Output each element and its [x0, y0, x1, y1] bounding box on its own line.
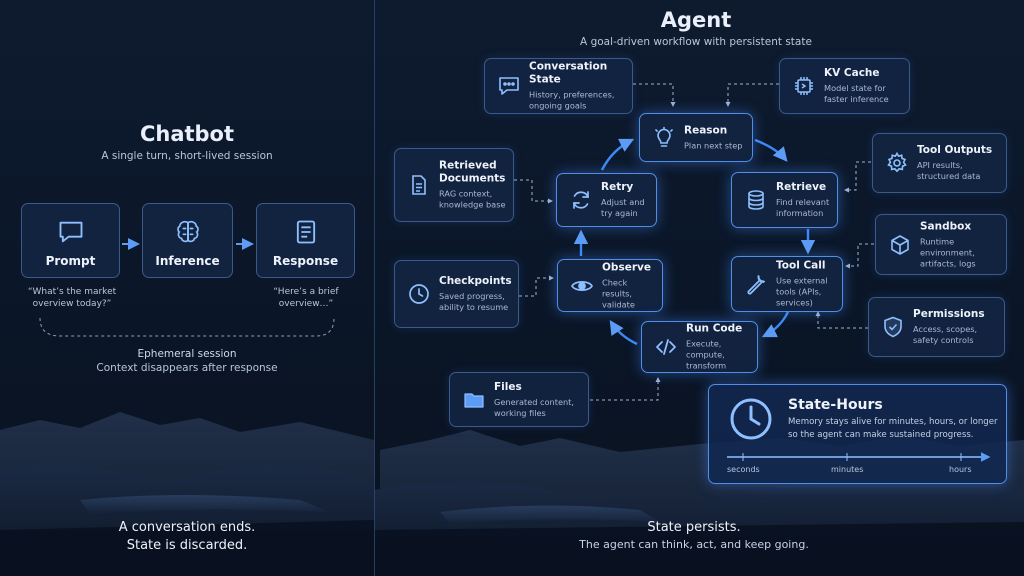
node-label: KV Cache [824, 67, 880, 79]
chatbot-step-inference: Inference [142, 203, 233, 278]
timeline-tick-minutes: minutes [831, 465, 864, 474]
node-desc: Saved progress, ability to resume [439, 291, 509, 312]
ephemeral-session-title: Ephemeral session [137, 348, 237, 360]
chatbot-step-label: Prompt [45, 254, 96, 268]
node-label: Tool Outputs [917, 144, 993, 156]
chatbot-step-prompt: Prompt [21, 203, 120, 278]
brain-icon [176, 220, 199, 243]
gear-icon [887, 151, 907, 173]
wrench-icon [747, 275, 765, 295]
node-desc: RAG context, knowledge base [439, 188, 506, 210]
state-hours-desc: Memory stays alive for minutes, hours, o… [788, 417, 998, 440]
node-desc: History, preferences, ongoing goals [529, 89, 615, 111]
agent-footer-line1: State persists. [647, 520, 741, 535]
state-hours-panel: State-Hours Memory stays alive for minut… [708, 384, 1007, 484]
code-icon [656, 339, 676, 355]
chatbot-title: Chatbot [139, 122, 235, 146]
chat-bubble-icon [59, 221, 82, 243]
state-hours-title: State-Hours [788, 397, 883, 413]
node-desc: Adjust and try again [601, 197, 645, 218]
chatbot-step-response: Response [256, 203, 355, 278]
node-desc: Model state for faster inference [824, 83, 889, 104]
clock-icon [730, 398, 772, 440]
node-desc: API results, structured data [917, 160, 981, 181]
chat-dots-icon [499, 77, 519, 95]
cube-icon [891, 234, 909, 255]
chatbot-step-label: Inference [155, 254, 220, 268]
node-label: Reason [684, 124, 728, 136]
node-label: Run Code [686, 322, 743, 335]
database-icon [748, 190, 764, 210]
clock-icon [409, 284, 429, 304]
node-label: Permissions [913, 308, 985, 320]
node-desc: Plan next step [684, 140, 743, 150]
response-quote: “Here’s a brief overview…” [273, 287, 339, 309]
node-label: Conversation State [529, 60, 608, 86]
node-desc: Execute, compute, transform [686, 338, 727, 371]
node-label: Files [494, 380, 522, 393]
node-desc: Runtime environment, artifacts, logs [920, 236, 976, 268]
timeline-tick-hours: hours [949, 465, 972, 474]
node-desc: Generated content, working files [494, 396, 574, 418]
node-desc: Use external tools (APIs, services) [776, 275, 828, 308]
node-label: Sandbox [920, 220, 972, 232]
chatbot-step-label: Response [272, 254, 339, 268]
agent-footer-line2: The agent can think, act, and keep going… [579, 538, 809, 551]
prompt-quote: “What’s the market overview today?” [27, 287, 117, 309]
chatbot-footer-line2: State is discarded. [126, 538, 248, 553]
refresh-icon [573, 191, 589, 209]
document-icon [296, 220, 315, 244]
node-label: Observe [602, 261, 651, 273]
agent-title: Agent [660, 8, 732, 32]
section-divider [374, 0, 375, 576]
folder-icon [464, 392, 484, 408]
timeline-tick-seconds: seconds [727, 465, 760, 474]
node-label: Tool Call [776, 259, 826, 272]
eye-icon [571, 280, 593, 291]
node-label: Retrieved Documents [439, 159, 506, 185]
chatbot-subtitle: A single turn, short-lived session [101, 150, 273, 162]
document-icon [412, 175, 426, 195]
shield-icon [884, 316, 902, 338]
node-label: Retrieve [776, 181, 827, 193]
node-desc: Check results, validate [602, 277, 635, 309]
node-label: Retry [601, 181, 634, 193]
ephemeral-session-desc: Context disappears after response [96, 362, 278, 374]
chip-icon [795, 77, 813, 95]
lightbulb-icon [655, 126, 673, 147]
agent-subtitle: A goal-driven workflow with persistent s… [580, 36, 812, 48]
node-desc: Access, scopes, safety controls [913, 324, 978, 345]
chatbot-footer-line1: A conversation ends. [118, 520, 256, 535]
timeline-axis [727, 452, 991, 462]
node-label: Checkpoints [439, 275, 512, 287]
node-desc: Find relevant information [776, 197, 830, 218]
